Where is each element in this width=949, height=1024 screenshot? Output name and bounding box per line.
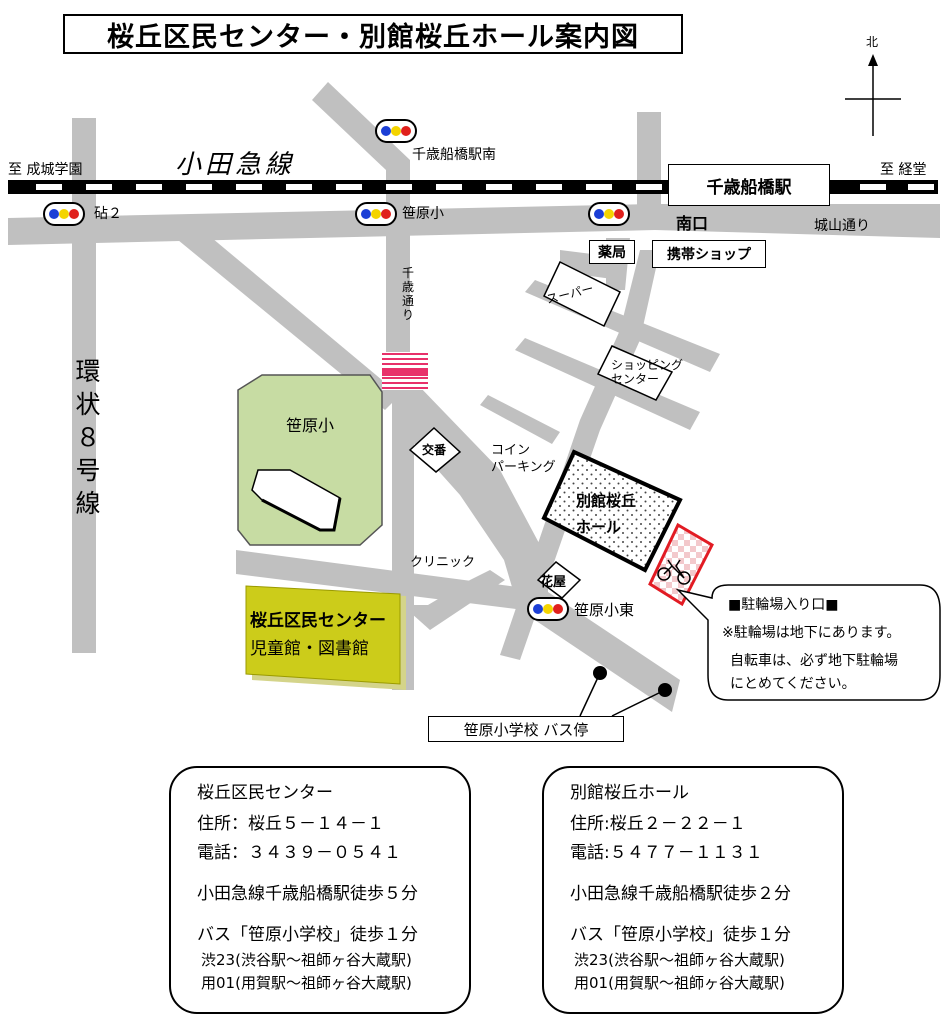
traffic-signal-kinuta2 [43,202,85,226]
signal-label-funabashi-minami: 千歳船橋駅南 [412,147,496,163]
school-label: 笹原小 [286,416,335,435]
road-label-jonan: 城山通り [814,218,870,234]
info-center-bus: バス「笹原小学校」徒歩１分 [197,925,418,945]
bus-stop-markers [579,666,672,717]
info-center-name: 桜丘区民センター [197,783,333,803]
info-center-address: 住所：桜丘５－１４－１ [197,814,384,834]
station-name: 千歳船橋駅 [668,164,830,206]
rail-direction-west: 至 成城学園 [8,162,83,178]
north-label: 北 [866,35,879,49]
parking-callout-bubble [675,584,941,701]
traffic-signal-sasahara-sho-higashi [527,597,569,621]
clinic-label: クリニック [410,555,476,570]
mobile-shop-label: 携帯ショップ [652,240,766,268]
road-label-chitose: 千 歳 通 り [401,266,414,322]
info-hall-route1: 渋23(渋谷駅～祖師ヶ谷大蔵駅) [574,951,785,969]
pharmacy-label: 薬局 [589,240,635,264]
info-hall-phone: 電話:５４７７－１１３１ [570,843,763,863]
rail-direction-east: 至 経堂 [880,162,927,178]
info-center-phone: 電話：３４３９－０５４１ [197,843,401,863]
north-arrow-icon [845,54,901,136]
info-hall-name: 別館桜丘ホール [570,783,689,803]
info-center-route1: 渋23(渋谷駅～祖師ヶ谷大蔵駅) [201,951,412,969]
shopping-center-building [596,345,674,401]
info-hall-bus: バス「笹原小学校」徒歩１分 [570,925,791,945]
signal-label-kinuta2: 砧２ [94,206,122,222]
rail-line-name: 小田急線 [175,150,296,180]
parking-callout-text2: にとめてください。 [730,676,856,692]
supermarket-building [543,260,621,328]
signal-label-sasahara-sho: 笹原小 [402,206,444,222]
info-hall-route2: 用01(用賀駅～祖師ヶ谷大蔵駅) [574,974,785,992]
shopping-center-label: ショッピング センター [611,358,684,386]
bekkan-hall-label: 別館桜丘 ホール [576,492,637,536]
info-center-route2: 用01(用賀駅～祖師ヶ谷大蔵駅) [201,974,412,992]
florist-building [536,561,582,599]
traffic-signal-kiosk [588,202,630,226]
info-hall-address: 住所:桜丘２－２２－１ [570,814,746,834]
kumin-center-building [245,585,406,690]
traffic-signal-funabashi-minami [375,119,417,143]
parking-callout-text1: 自転車は、必ず地下駐輪場 [730,653,898,669]
info-hall-walk: 小田急線千歳船橋駅徒歩２分 [570,884,791,904]
crosswalk [382,352,428,390]
parking-callout-note: ※駐輪場は地下にあります。 [722,625,901,641]
parking-callout-title: ■駐輪場入り口■ [728,597,839,613]
signal-label-sasahara-sho-higashi: 笹原小東 [574,601,635,619]
koban-label: 交番 [422,443,447,457]
florist-label: 花屋 [540,575,567,590]
kumin-center-label: 桜丘区民センター [250,611,386,631]
bus-stop-label: 笹原小学校 バス停 [428,716,624,742]
info-card-bekkan-hall: 別館桜丘ホール 住所:桜丘２－２２－１ 電話:５４７７－１１３１ 小田急線千歳船… [542,766,844,1014]
info-center-walk: 小田急線千歳船橋駅徒歩５分 [197,884,418,904]
road-label-kanjo8: 環 状 ８ 号 線 [75,357,101,518]
bicycle-parking-entrance [648,522,714,607]
coin-parking-label: コイン パーキング [491,443,556,475]
map-title: 桜丘区民センター・別館桜丘ホール案内図 [63,14,683,54]
elementary-school [237,374,383,546]
south-exit-label: 南口 [676,214,709,233]
kumin-center-sublabel: 児童館・図書館 [250,639,369,659]
koban-building [408,426,462,473]
traffic-signal-sasahara-sho [355,202,397,226]
info-card-kumin-center: 桜丘区民センター 住所：桜丘５－１４－１ 電話：３４３９－０５４１ 小田急線千歳… [169,766,471,1014]
bekkan-hall-building [541,449,683,573]
